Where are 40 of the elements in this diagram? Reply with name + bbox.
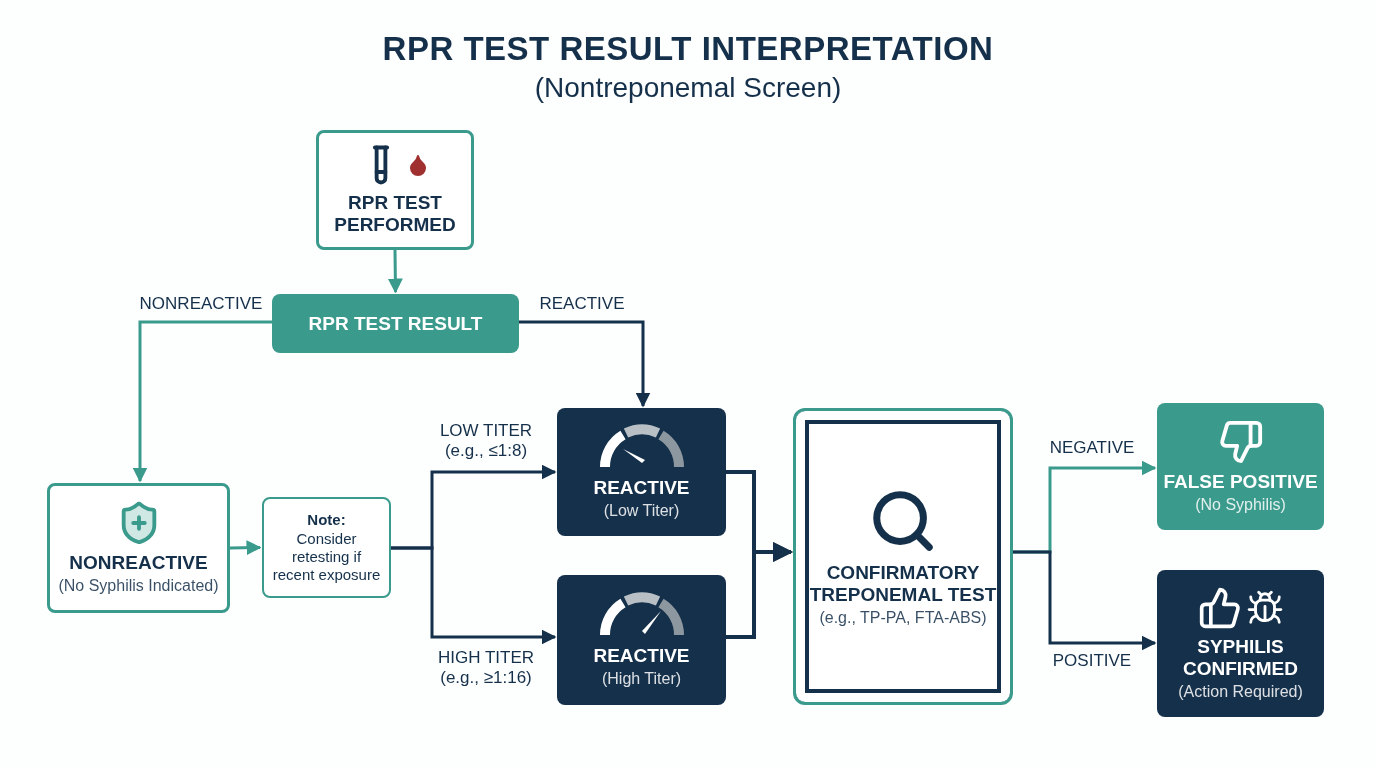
node-title: CONFIRMATORY TREPONEMAL TEST — [808, 562, 998, 606]
node-subtitle: (e.g., TP-PA, FTA-ABS) — [819, 607, 987, 627]
edge-label: NONREACTIVE — [138, 294, 264, 315]
node-title: NONREACTIVE — [69, 552, 208, 575]
node-title: REACTIVE — [593, 645, 690, 668]
edge-label: HIGH TITER (e.g., ≥1:16) — [437, 648, 535, 689]
process-box — [1157, 570, 1324, 717]
node-title: RPR TEST PERFORMED — [333, 192, 457, 236]
edge-label: POSITIVE — [1051, 651, 1133, 672]
arrow — [132, 320, 272, 483]
arrow — [519, 320, 651, 408]
node-title: Note: — [307, 510, 346, 529]
edge-label: NEGATIVE — [1048, 438, 1136, 459]
node-title: SYPHILIS CONFIRMED — [1181, 636, 1300, 680]
node-subtitle: (High Titer) — [601, 669, 682, 689]
node-title: REACTIVE — [593, 477, 690, 500]
arrow — [391, 546, 557, 645]
node-subtitle: (No Syphilis) — [1195, 494, 1286, 514]
process-box — [557, 575, 726, 705]
arrow — [1013, 550, 1157, 651]
node-subtitle: (Action Required) — [1178, 681, 1303, 701]
process-box — [793, 408, 1013, 705]
edge-label: REACTIVE — [538, 294, 626, 315]
node-title: FALSE POSITIVE — [1163, 471, 1318, 493]
process-box — [557, 408, 726, 536]
process-box — [47, 483, 230, 613]
subtitle: (Nontreponemal Screen) — [533, 72, 843, 104]
node-subtitle: (Low Titer) — [603, 501, 680, 521]
process-box — [272, 294, 519, 353]
node-subtitle: Consider retesting if recent exposure — [271, 530, 382, 585]
process-box — [316, 130, 474, 250]
arrow — [229, 540, 262, 556]
process-box — [1157, 403, 1324, 530]
arrow — [387, 250, 403, 294]
node-title: RPR TEST RESULT — [308, 312, 483, 335]
note-box — [262, 497, 391, 598]
diagram-title: RPR TEST RESULT INTERPRETATION — [381, 30, 995, 68]
node-subtitle: (No Syphilis Indicated) — [58, 576, 219, 596]
arrow — [726, 542, 793, 639]
edge-label: LOW TITER (e.g., ≤1:8) — [438, 421, 534, 462]
